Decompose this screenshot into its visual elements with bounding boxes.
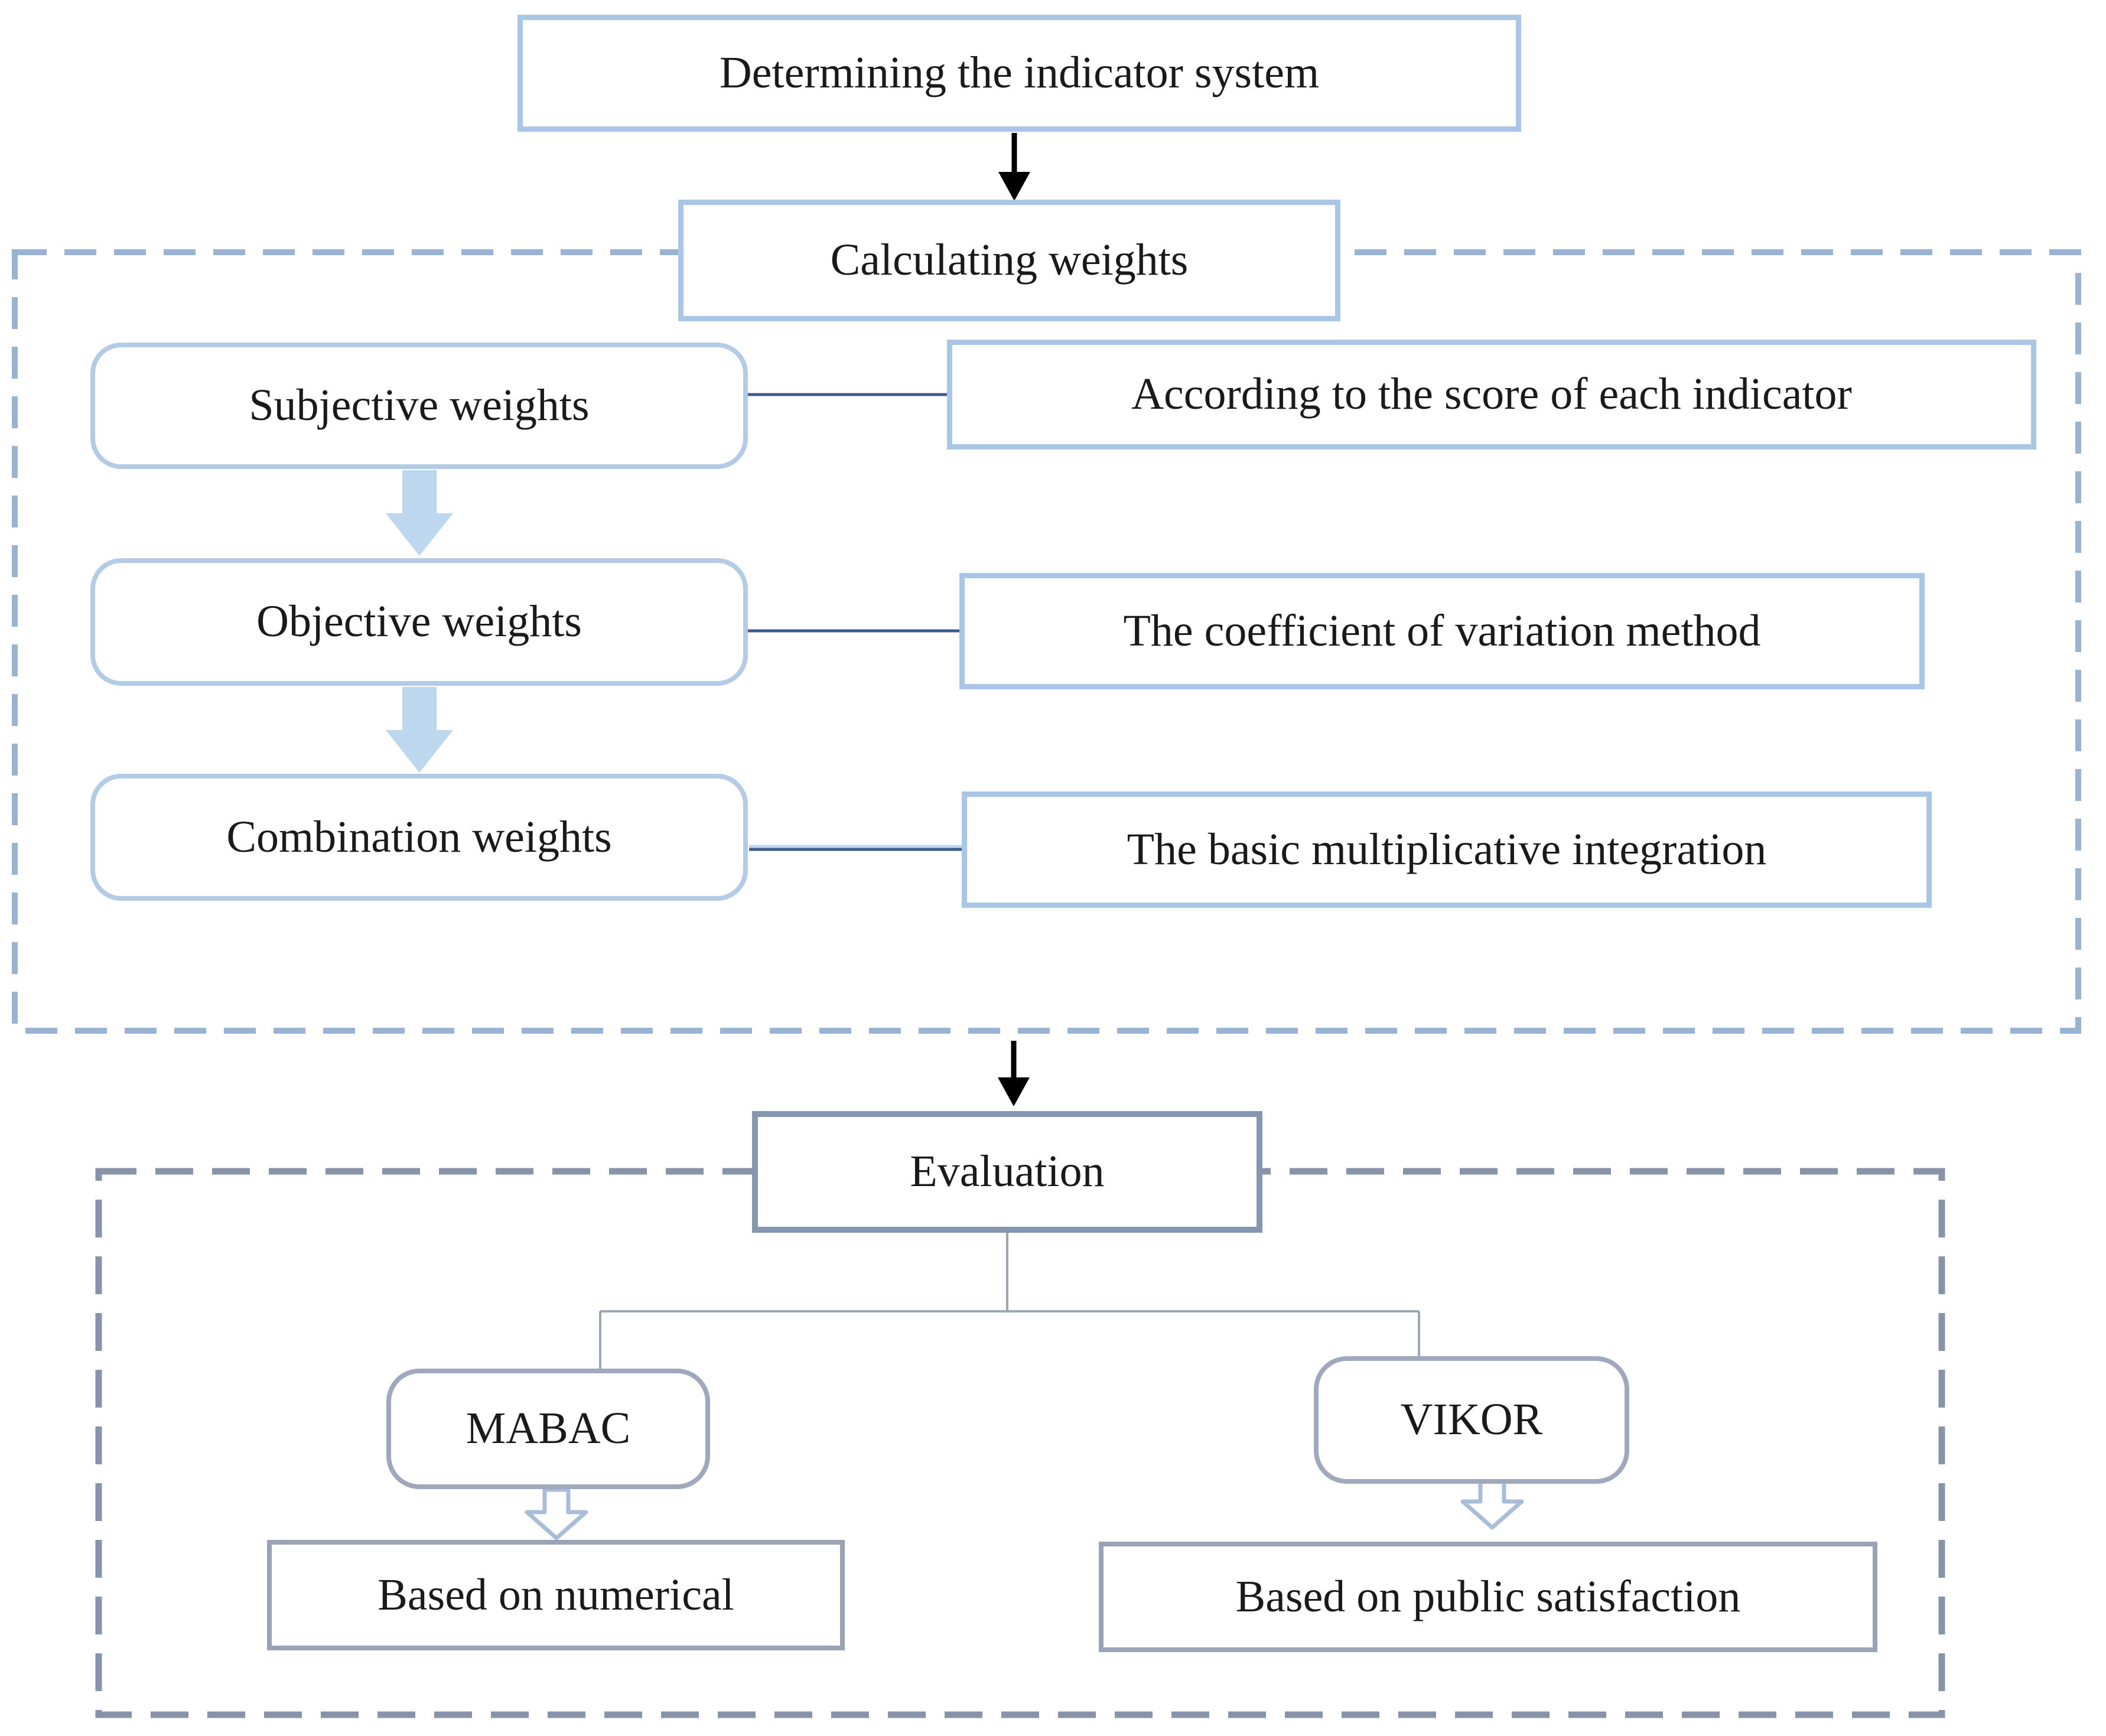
node-satisfaction: Based on public satisfaction: [1099, 1542, 1877, 1652]
weights-group-outline: [12, 249, 2081, 1034]
node-coefficient-label: The coefficient of variation method: [1123, 605, 1761, 656]
node-evaluation-label: Evaluation: [910, 1147, 1105, 1197]
node-according: According to the score of each indicator: [947, 340, 2036, 450]
arrow-mabac-to-numerical: [525, 1487, 588, 1540]
node-mabac-label: MABAC: [466, 1403, 631, 1454]
node-coefficient: The coefficient of variation method: [959, 573, 1925, 689]
node-vikor: VIKOR: [1314, 1356, 1629, 1484]
arrow-objective-to-combination: [386, 687, 453, 773]
node-according-label: According to the score of each indicator: [1131, 369, 1852, 419]
node-determining: Determining the indicator system: [517, 15, 1521, 132]
node-multiplicative-label: The basic multiplicative integration: [1127, 824, 1767, 874]
arrow-subjective-to-objective: [386, 470, 453, 556]
node-numerical: Based on numerical: [267, 1540, 845, 1650]
node-objective: Objective weights: [90, 558, 748, 686]
node-subjective-label: Subjective weights: [249, 380, 590, 431]
arrow-weights-to-evaluation-head: [998, 1077, 1030, 1106]
node-mabac: MABAC: [386, 1369, 710, 1489]
arrow-vikor-to-satisfaction: [1460, 1477, 1524, 1530]
node-objective-label: Objective weights: [256, 597, 582, 647]
node-combination-label: Combination weights: [226, 812, 612, 862]
node-calculating-label: Calculating weights: [830, 235, 1189, 285]
node-combination: Combination weights: [90, 774, 748, 901]
node-multiplicative: The basic multiplicative integration: [962, 792, 1932, 908]
node-evaluation: Evaluation: [752, 1111, 1262, 1233]
node-vikor-label: VIKOR: [1400, 1395, 1543, 1445]
arrow-determining-to-calculating-head: [998, 172, 1030, 201]
node-numerical-label: Based on numerical: [377, 1569, 734, 1620]
node-subjective: Subjective weights: [90, 343, 748, 469]
node-satisfaction-label: Based on public satisfaction: [1235, 1571, 1741, 1621]
node-calculating: Calculating weights: [678, 200, 1340, 321]
node-determining-label: Determining the indicator system: [719, 48, 1320, 98]
